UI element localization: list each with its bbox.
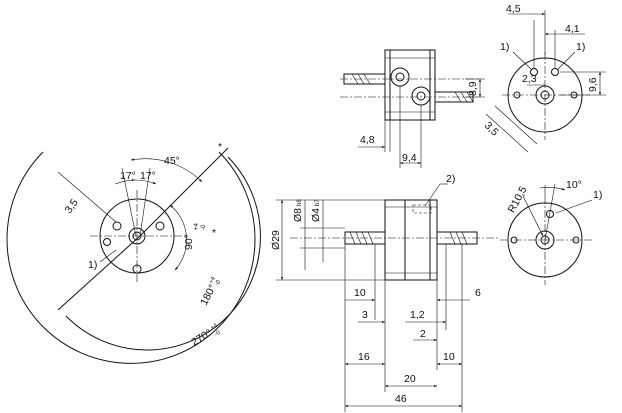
- label-angle-180: 180°: [198, 283, 219, 308]
- label-dim-9-4: 9,4: [402, 152, 417, 164]
- label-dim-20: 20: [404, 373, 416, 385]
- arc-180: [65, 156, 261, 351]
- label-dim-6: 6: [475, 287, 481, 299]
- label-angle-90: 90°: [183, 234, 195, 250]
- radial-line-17-left: [121, 167, 137, 237]
- radial-line-3-5: [57, 171, 117, 223]
- label-dim-3: 3: [362, 309, 368, 321]
- hole-top-b: [551, 68, 559, 76]
- label-dim-10b: 10: [443, 351, 455, 363]
- motor-body: [384, 199, 438, 281]
- label-note-1a: 1): [500, 41, 509, 53]
- label-angle-17-left: 17°: [120, 170, 136, 182]
- radial-line-17-right: [139, 167, 151, 237]
- label-angle-10: 10°: [566, 179, 582, 191]
- left-flange-view: 45° 17° 17° 3,5 90° +4 -0 180° +4 -0 270…: [6, 141, 261, 364]
- label-dim-10: 10: [354, 287, 366, 299]
- label-angle-180-tol-lower: -0: [214, 279, 222, 287]
- label-angle-270-tol-upper: +4: [210, 323, 220, 332]
- label-star-right: *: [212, 227, 216, 239]
- arc-17-right: [134, 179, 157, 185]
- label-star-top: *: [218, 141, 222, 153]
- label-dim-3-5-top: 3,5: [482, 120, 501, 139]
- arc-270: [6, 151, 256, 364]
- label-angle-270-tol-lower: -0: [214, 329, 222, 337]
- label-dim-46: 46: [395, 393, 407, 405]
- label-dim-4-8: 4,8: [360, 134, 375, 146]
- label-angle-17-right: 17°: [140, 170, 156, 182]
- label-note-2: 2): [446, 173, 455, 185]
- label-angle-180-tol-upper: +4: [208, 275, 217, 284]
- hole-top-a: [530, 68, 538, 76]
- motor-side-view: Ø29 Ø8 h8 Ø4 h7 2) 10 3 6 1,2 2: [270, 173, 500, 412]
- radial-line-upper-right: [139, 147, 229, 237]
- label-dim-4-1: 4,1: [565, 23, 580, 35]
- label-dia-29: Ø29: [270, 230, 282, 250]
- label-note-1-end: 1): [593, 189, 602, 201]
- label-dim-2-3: 2,3: [522, 73, 537, 85]
- top-end-view: 4,5 4,1 2,3 9,6 3,5 1) 1): [482, 3, 606, 153]
- flange-hole-1: [112, 221, 122, 231]
- label-dim-1-2: 1,2: [410, 309, 425, 321]
- flange-hole-3: [103, 238, 111, 246]
- label-dia-4-tol: h7: [315, 199, 321, 206]
- label-dim-3-5: 3,5: [63, 197, 81, 216]
- top-side-view: 8,9 4,8 9,4: [340, 49, 485, 168]
- label-dim-16: 16: [358, 351, 370, 363]
- label-dim-4-5: 4,5: [506, 3, 521, 15]
- bore-upper: [390, 67, 410, 87]
- label-dim-9-6: 9,6: [587, 77, 599, 92]
- label-dia-4: Ø4: [310, 208, 322, 222]
- label-dim-8-9: 8,9: [467, 81, 479, 96]
- motor-end-view: R10,5 10° 1): [500, 179, 602, 285]
- arc-45: [130, 158, 203, 183]
- flange-hole-2: [155, 221, 165, 231]
- arc-90: [169, 204, 187, 271]
- label-radius: R10,5: [506, 184, 530, 215]
- note-1-leader: [99, 249, 117, 263]
- label-dia-8-tol: h8: [297, 199, 303, 206]
- label-note-1b: 1): [576, 41, 585, 53]
- gearbox-body: [384, 49, 436, 121]
- label-angle-90-tol-upper: +4: [194, 222, 200, 230]
- label-dia-8: Ø8: [292, 208, 304, 222]
- label-note-1: 1): [88, 259, 97, 271]
- label-angle-45: 45°: [164, 155, 180, 167]
- label-dim-2: 2: [420, 328, 426, 340]
- label-angle-90-tol-lower: -0: [201, 224, 207, 230]
- bore-lower: [411, 86, 431, 106]
- radial-line-lower-left: [57, 235, 141, 311]
